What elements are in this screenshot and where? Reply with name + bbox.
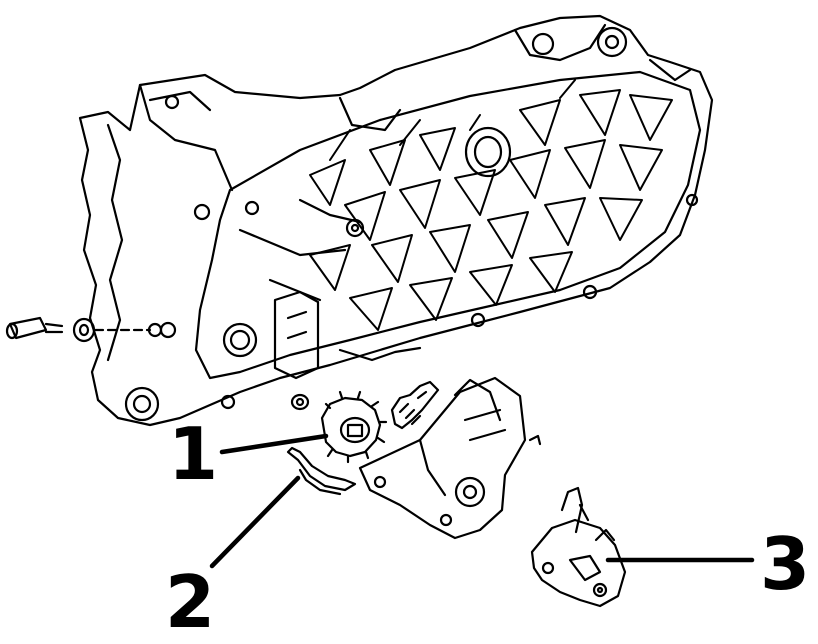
leader-line-2 <box>209 475 301 569</box>
bolt-assembly <box>5 316 163 343</box>
rib-lattice <box>309 79 673 331</box>
lever-assembly-part-3 <box>530 486 627 608</box>
small-nut <box>290 393 310 411</box>
cover-bracket <box>358 376 542 540</box>
leader-line-1 <box>219 433 329 455</box>
spring-clip-part-2 <box>286 446 357 496</box>
callout-label-3: 3 <box>760 522 811 606</box>
leader-lines <box>209 433 755 569</box>
gear-part-1 <box>314 390 388 464</box>
callout-label-1: 1 <box>168 412 219 496</box>
crankcase-housing <box>78 14 714 427</box>
callout-label-2: 2 <box>165 560 216 644</box>
